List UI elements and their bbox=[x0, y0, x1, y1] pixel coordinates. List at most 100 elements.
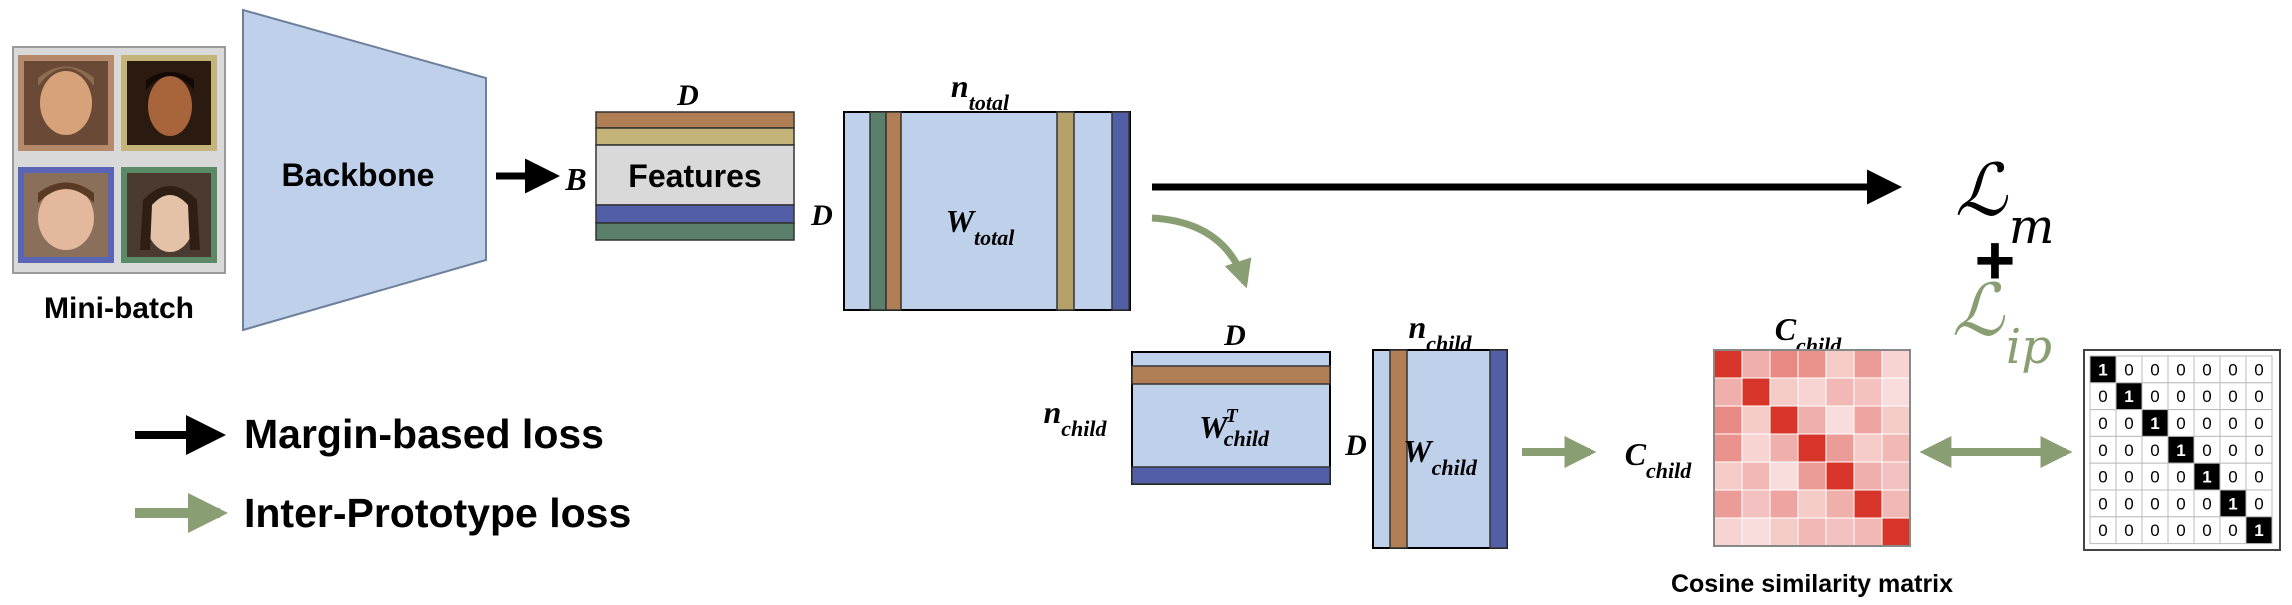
identity-cell-value: 0 bbox=[2176, 468, 2185, 487]
identity-cell bbox=[2193, 462, 2221, 491]
heatmap-cell bbox=[1881, 461, 1911, 491]
w-child-t-d-label: D bbox=[1223, 319, 1246, 352]
identity-cell-value: 0 bbox=[2228, 521, 2237, 540]
identity-cell bbox=[2245, 355, 2273, 384]
w-total-block: ntotal D Wtotal bbox=[810, 68, 1131, 311]
identity-cell-value: 0 bbox=[2228, 387, 2237, 406]
plus-sign: + bbox=[1975, 221, 2016, 299]
heatmap-cell bbox=[1769, 489, 1799, 519]
identity-cell-value: 0 bbox=[2098, 521, 2107, 540]
identity-cell-value: 0 bbox=[2124, 360, 2133, 379]
identity-cell bbox=[2115, 489, 2143, 518]
heatmap-cell bbox=[1881, 349, 1911, 379]
identity-cell bbox=[2115, 355, 2143, 384]
identity-cell bbox=[2245, 409, 2273, 437]
backbone-label: Backbone bbox=[282, 157, 435, 193]
identity-cell bbox=[2141, 489, 2169, 518]
n-child-col-label: nchild bbox=[1408, 309, 1472, 356]
heatmap-cell bbox=[1797, 377, 1827, 407]
c-child-label: Cchild bbox=[1625, 436, 1693, 483]
identity-cell bbox=[2141, 516, 2169, 545]
identity-cell-value: 1 bbox=[2254, 521, 2263, 540]
identity-cell-value: 0 bbox=[2098, 468, 2107, 487]
heatmap-cell bbox=[1741, 377, 1771, 407]
heatmap-cell bbox=[1713, 349, 1743, 379]
identity-cell bbox=[2141, 355, 2169, 384]
identity-cell-value: 1 bbox=[2176, 441, 2185, 460]
identity-cell-value: 0 bbox=[2254, 360, 2263, 379]
heatmap-cell bbox=[1769, 377, 1799, 407]
identity-cell bbox=[2141, 435, 2169, 464]
identity-cell bbox=[2141, 409, 2169, 437]
cosine-matrix-caption: Cosine similarity matrix bbox=[1671, 570, 1953, 598]
heatmap-cell bbox=[1881, 405, 1911, 435]
identity-cell-value: 0 bbox=[2124, 468, 2133, 487]
identity-cell bbox=[2245, 489, 2273, 518]
identity-cell-value: 1 bbox=[2124, 387, 2133, 406]
n-child-row-label: nchild bbox=[1043, 394, 1107, 441]
features-block: D Features bbox=[595, 79, 795, 241]
loss-terms: ℒm + ℒip bbox=[1952, 148, 2054, 375]
legend-margin-based-loss: Margin-based loss bbox=[244, 411, 604, 457]
identity-cell bbox=[2115, 382, 2143, 411]
cosine-heatmap bbox=[1713, 349, 1911, 547]
identity-cell-value: 0 bbox=[2228, 414, 2237, 433]
w-child-label: Wchild bbox=[1403, 433, 1478, 480]
heatmap-cell bbox=[1741, 405, 1771, 435]
identity-cell-value: 0 bbox=[2176, 521, 2185, 540]
heatmap-cell bbox=[1769, 517, 1799, 547]
identity-cell-value: 0 bbox=[2254, 387, 2263, 406]
heatmap-cell bbox=[1853, 433, 1883, 463]
identity-cell-value: 0 bbox=[2254, 441, 2263, 460]
identity-cell-value: 0 bbox=[2228, 441, 2237, 460]
identity-cell-value: 0 bbox=[2176, 360, 2185, 379]
features-gray-band bbox=[595, 144, 795, 206]
heatmap-cell bbox=[1741, 517, 1771, 547]
identity-cell bbox=[2089, 355, 2117, 384]
identity-cell-value: 0 bbox=[2124, 521, 2133, 540]
heatmap-cell bbox=[1797, 405, 1827, 435]
backbone-trapezoid bbox=[242, 8, 487, 332]
w-total-d-label: D bbox=[810, 199, 833, 232]
heatmap-cell bbox=[1741, 349, 1771, 379]
identity-cell-value: 0 bbox=[2202, 387, 2211, 406]
identity-cell bbox=[2089, 516, 2117, 545]
identity-cell-value: 0 bbox=[2202, 414, 2211, 433]
identity-cell bbox=[2245, 435, 2273, 464]
identity-cell bbox=[2141, 462, 2169, 491]
backbone-group: Backbone bbox=[242, 8, 487, 332]
heatmap-cell bbox=[1769, 405, 1799, 435]
heatmap-cell bbox=[1797, 489, 1827, 519]
heatmap-border bbox=[1713, 349, 1911, 547]
identity-cell-value: 0 bbox=[2176, 387, 2185, 406]
inter-prototype-loss-symbol: ℒip bbox=[1952, 268, 2052, 375]
heatmap-cell bbox=[1769, 433, 1799, 463]
identity-cell-value: 0 bbox=[2254, 414, 2263, 433]
identity-cell-value: 0 bbox=[2202, 360, 2211, 379]
heatmap-cell bbox=[1853, 489, 1883, 519]
heatmap-cell bbox=[1881, 517, 1911, 547]
identity-cell-value: 0 bbox=[2098, 387, 2107, 406]
legend: Margin-based loss Inter-Prototype loss bbox=[135, 411, 631, 536]
heatmap-cell bbox=[1713, 377, 1743, 407]
identity-cell bbox=[2245, 516, 2273, 545]
identity-cell-value: 0 bbox=[2176, 414, 2185, 433]
identity-cell bbox=[2193, 435, 2221, 464]
identity-cell-value: 0 bbox=[2098, 441, 2107, 460]
mini-batch-group: Mini-batch bbox=[12, 46, 226, 325]
mini-batch-label: Mini-batch bbox=[44, 292, 194, 325]
heatmap-cell bbox=[1741, 461, 1771, 491]
heatmap-cell bbox=[1825, 517, 1855, 547]
identity-cell bbox=[2245, 462, 2273, 491]
identity-cell-value: 0 bbox=[2098, 414, 2107, 433]
identity-cell bbox=[2167, 355, 2195, 384]
identity-cell-value: 0 bbox=[2176, 494, 2185, 513]
heatmap-cell bbox=[1713, 461, 1743, 491]
identity-cell bbox=[2089, 435, 2117, 464]
features-label: Features bbox=[628, 158, 761, 194]
batch-dim-label: B bbox=[564, 161, 586, 197]
w-child-d-label: D bbox=[1344, 429, 1367, 462]
identity-cell bbox=[2193, 516, 2221, 545]
heatmap-cell bbox=[1825, 377, 1855, 407]
